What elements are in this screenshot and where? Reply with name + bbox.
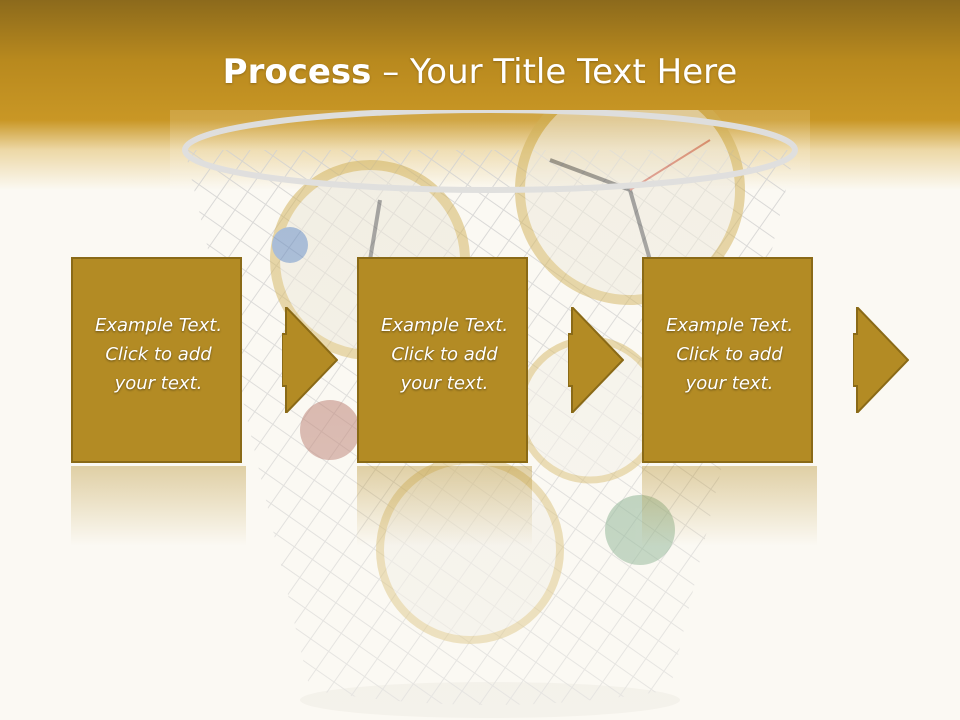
step-2-line-3: your text. — [400, 373, 489, 394]
step-1-box: Example Text. Click to add your text. — [71, 257, 242, 463]
step-2-reflection — [357, 466, 532, 546]
process-step-1[interactable]: Example Text. Click to add your text. — [71, 257, 246, 465]
arrow-right-icon — [568, 307, 624, 413]
arrow-right-icon — [853, 307, 909, 413]
process-step-2[interactable]: Example Text. Click to add your text. — [357, 257, 532, 465]
step-3-line-1: Example Text. — [665, 315, 794, 336]
step-2-box: Example Text. Click to add your text. — [357, 257, 528, 463]
step-2-line-2: Click to add — [391, 344, 498, 365]
step-3-box: Example Text. Click to add your text. — [642, 257, 813, 463]
step-2-text[interactable]: Example Text. Click to add your text. — [359, 311, 530, 398]
step-1-text[interactable]: Example Text. Click to add your text. — [73, 311, 244, 398]
process-step-3[interactable]: Example Text. Click to add your text. — [642, 257, 817, 465]
title-bold: Process — [222, 52, 372, 92]
step-3-reflection — [642, 466, 817, 546]
step-1-line-3: your text. — [114, 373, 203, 394]
step-2-line-1: Example Text. — [380, 315, 509, 336]
step-3-line-2: Click to add — [676, 344, 783, 365]
step-1-reflection — [71, 466, 246, 546]
title-separator: – — [371, 52, 411, 92]
step-3-line-3: your text. — [685, 373, 774, 394]
step-1-line-2: Click to add — [105, 344, 212, 365]
step-3-text[interactable]: Example Text. Click to add your text. — [644, 311, 815, 398]
step-1-line-1: Example Text. — [94, 315, 223, 336]
title-rest: Your Title Text Here — [410, 52, 738, 92]
arrow-right-icon — [282, 307, 338, 413]
slide-title[interactable]: Process – Your Title Text Here — [0, 52, 960, 92]
